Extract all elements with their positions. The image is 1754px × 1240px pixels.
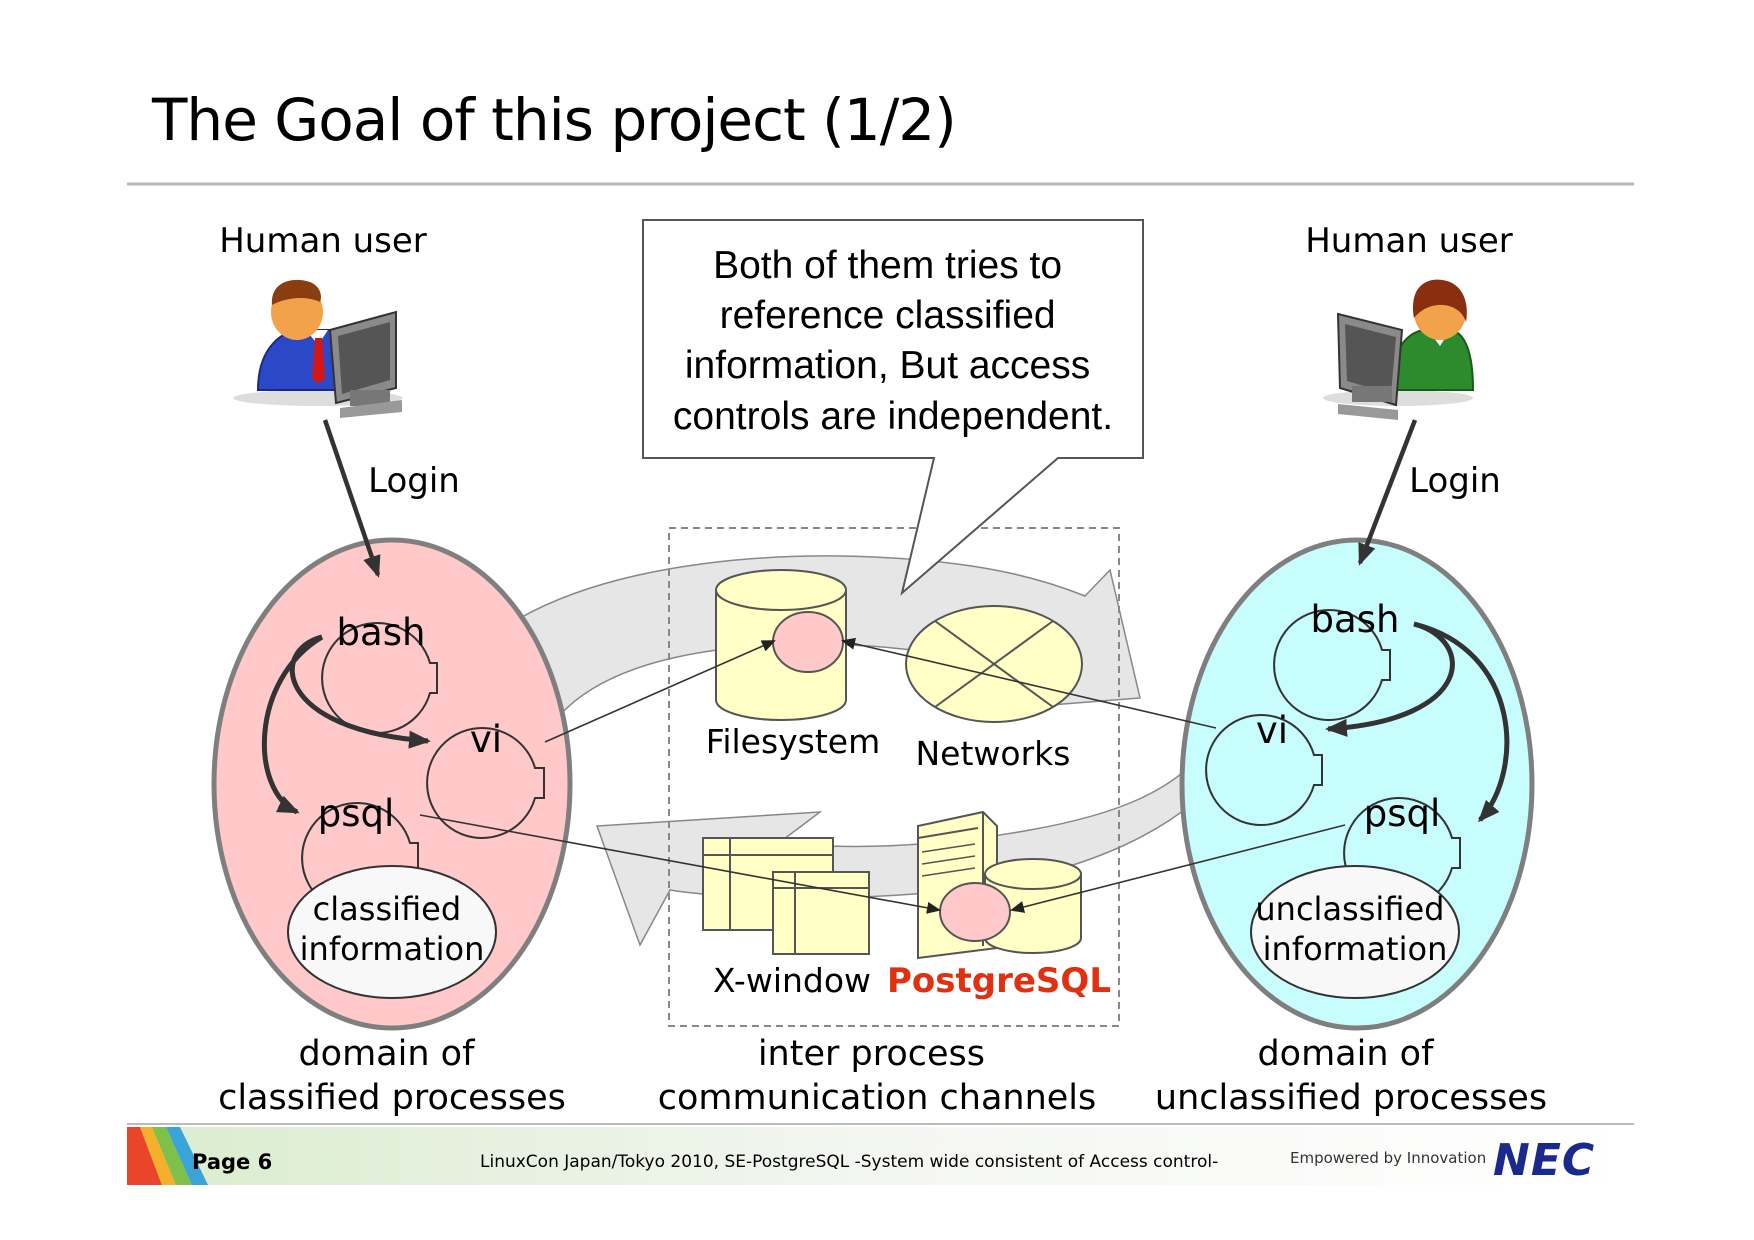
networks-label: Networks <box>916 734 1071 773</box>
footer-stripe-yellow <box>140 1127 176 1185</box>
left-vi-label: vi <box>470 718 502 761</box>
right-login-label: Login <box>1409 461 1501 501</box>
filesystem-target <box>772 611 844 673</box>
right-bash-to-psql-arrow <box>1413 621 1510 823</box>
page-title: The Goal of this project (1/2) <box>152 86 957 154</box>
process-vi-bubble-right <box>1205 714 1323 826</box>
unclassified-caption: domain of unclassified processes <box>1155 1034 1547 1118</box>
classified-processes <box>287 622 545 999</box>
lower-channel-arrow <box>595 743 1234 947</box>
footer-event: LinuxCon Japan/Tokyo 2010, SE-PostgreSQL… <box>480 1152 1219 1172</box>
footer-tagline: Empowered by Innovation <box>1290 1149 1487 1167</box>
page-number: Page 6 <box>192 1150 273 1174</box>
left-bash-label: bash <box>337 611 426 654</box>
right-vi-label: vi <box>1256 709 1288 752</box>
left-user-label: Human user <box>219 221 427 261</box>
nec-logo: NEC <box>1493 1135 1596 1186</box>
classified-info-bubble <box>287 865 497 999</box>
left-login-arrow <box>322 419 381 578</box>
left-psql-to-postgresql <box>419 814 941 914</box>
postgresql-target <box>939 882 1011 942</box>
right-psql-label: psql <box>1364 792 1441 835</box>
right-user-label: Human user <box>1305 221 1513 261</box>
footer-stripe-red <box>127 1127 162 1185</box>
right-user-icon <box>1323 279 1475 420</box>
unclassified-info-label: unclassified information <box>1255 890 1454 968</box>
footer-stripe-green <box>152 1127 192 1185</box>
spawn-arrows <box>261 621 1510 823</box>
networks-icon <box>905 605 1083 723</box>
right-bash-label: bash <box>1311 598 1400 641</box>
xwindow-icon <box>702 837 870 955</box>
postgresql-label: PostgreSQL <box>887 961 1111 1001</box>
right-vi-to-filesystem <box>841 637 1217 729</box>
left-bash-to-psql-arrow <box>261 634 324 815</box>
left-bash-to-vi-arrow <box>289 634 431 749</box>
right-login-arrow <box>1357 419 1418 566</box>
process-vi-bubble <box>426 727 545 839</box>
footer-stripe-blue <box>166 1127 208 1185</box>
process-bash-bubble-right <box>1273 609 1391 721</box>
filesystem-icon <box>715 569 847 721</box>
callout-box <box>642 219 1144 596</box>
ipc-caption: inter process communication channels <box>658 1034 1097 1118</box>
ipc-frame <box>668 527 1120 1027</box>
classified-info-label: classified information <box>300 890 485 968</box>
footer-bar <box>127 1123 1634 1185</box>
left-user-icon <box>233 279 403 418</box>
callout-text: Both of them tries to reference classifi… <box>673 244 1113 438</box>
left-login-label: Login <box>368 461 460 501</box>
unclassified-info-bubble <box>1250 865 1460 999</box>
xwindow-label: X-window <box>713 961 871 1000</box>
classified-caption: domain of classified processes <box>218 1034 566 1118</box>
filesystem-label: Filesystem <box>706 722 881 761</box>
left-vi-to-filesystem <box>544 640 776 743</box>
left-psql-label: psql <box>318 792 395 835</box>
process-bash-bubble <box>321 622 438 734</box>
postgresql-icon <box>917 810 1082 960</box>
access-arrows <box>419 637 1346 914</box>
unclassified-processes <box>1205 609 1461 999</box>
right-psql-to-postgresql <box>1010 824 1346 913</box>
